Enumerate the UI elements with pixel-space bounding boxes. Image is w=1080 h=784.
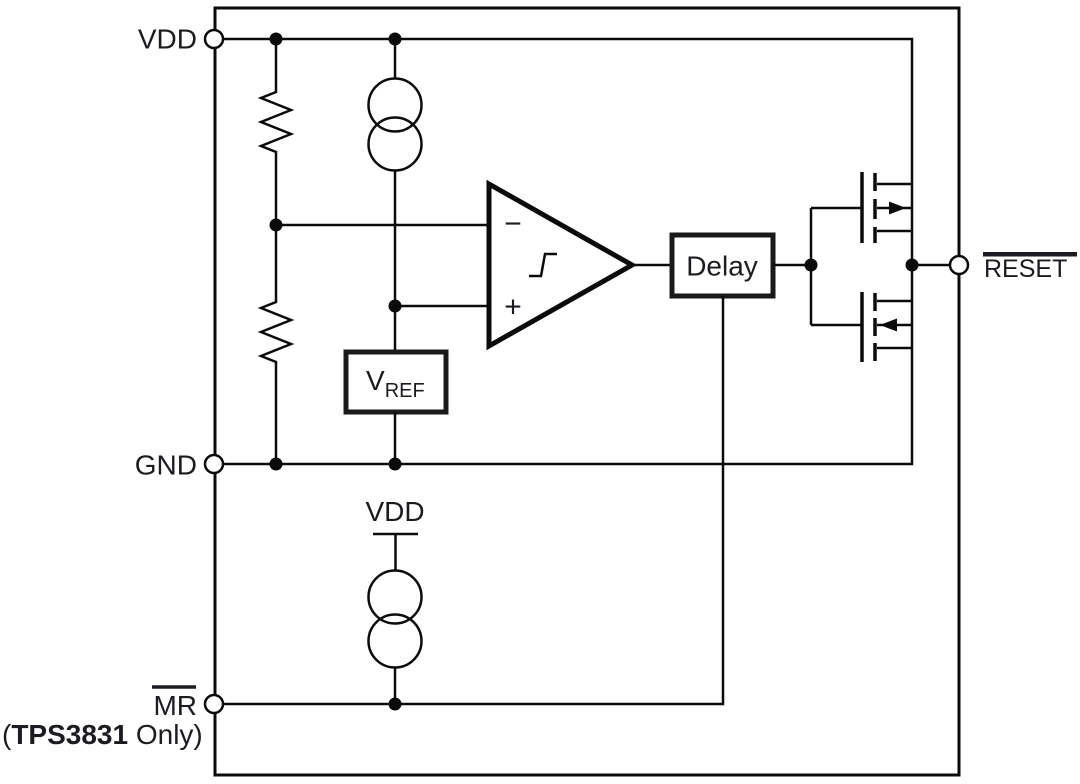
junction-dots bbox=[269, 32, 919, 711]
comparator: − + bbox=[486, 179, 638, 351]
mr-pin-circle bbox=[203, 693, 225, 715]
junction-dot bbox=[269, 32, 283, 46]
cs-upper-circle-2 bbox=[367, 116, 423, 172]
vdd-pin-label: VDD bbox=[138, 24, 197, 55]
delay-block: Delay bbox=[669, 232, 776, 299]
comparator-triangle bbox=[486, 179, 638, 351]
comparator-plus-sign: + bbox=[504, 291, 522, 324]
reset-pin-circle bbox=[948, 254, 970, 276]
mr-delay-wire bbox=[223, 296, 725, 706]
junction-dot bbox=[388, 32, 402, 46]
reset-pin-label: RESET bbox=[984, 255, 1067, 283]
cs-upper-circle-1 bbox=[367, 77, 423, 133]
junction-dot bbox=[388, 457, 402, 471]
current-source-lower: VDD bbox=[365, 496, 425, 704]
current-source-upper bbox=[367, 39, 423, 352]
mr-pin-label: MR bbox=[153, 690, 197, 721]
comparator-minus-sign: − bbox=[504, 208, 522, 241]
hysteresis-step-icon bbox=[529, 252, 557, 278]
arrow-left-icon bbox=[880, 318, 897, 332]
junction-dot bbox=[905, 258, 919, 272]
arrow-right-icon bbox=[889, 201, 906, 215]
junction-dot bbox=[804, 258, 818, 272]
junction-dot bbox=[388, 299, 402, 313]
reset-overline bbox=[983, 252, 1077, 257]
gnd-pin-circle bbox=[203, 453, 225, 475]
pin-terminals bbox=[203, 28, 970, 715]
delay-label: Delay bbox=[686, 251, 758, 282]
junction-dot bbox=[269, 218, 283, 232]
internal-vdd-label: VDD bbox=[365, 496, 424, 527]
cs-lower-circle-1 bbox=[367, 569, 423, 625]
supply-rail-wire bbox=[223, 37, 914, 466]
junction-dot bbox=[269, 457, 283, 471]
vref-label: VREF bbox=[366, 365, 425, 402]
vref-block: VREF bbox=[343, 349, 449, 464]
pin-labels: VDD GND MR (TPS3831 Only) RESET bbox=[2, 24, 1077, 750]
nmos-transistor bbox=[860, 292, 912, 362]
mr-note: (TPS3831 Only) bbox=[2, 719, 203, 750]
pmos-transistor bbox=[860, 172, 912, 243]
junction-dot bbox=[388, 697, 402, 711]
ic-boundary-box bbox=[213, 6, 961, 777]
gnd-pin-label: GND bbox=[135, 450, 197, 481]
resistor-divider bbox=[257, 39, 295, 464]
vdd-pin-circle bbox=[203, 28, 225, 50]
vref-box bbox=[343, 349, 449, 415]
